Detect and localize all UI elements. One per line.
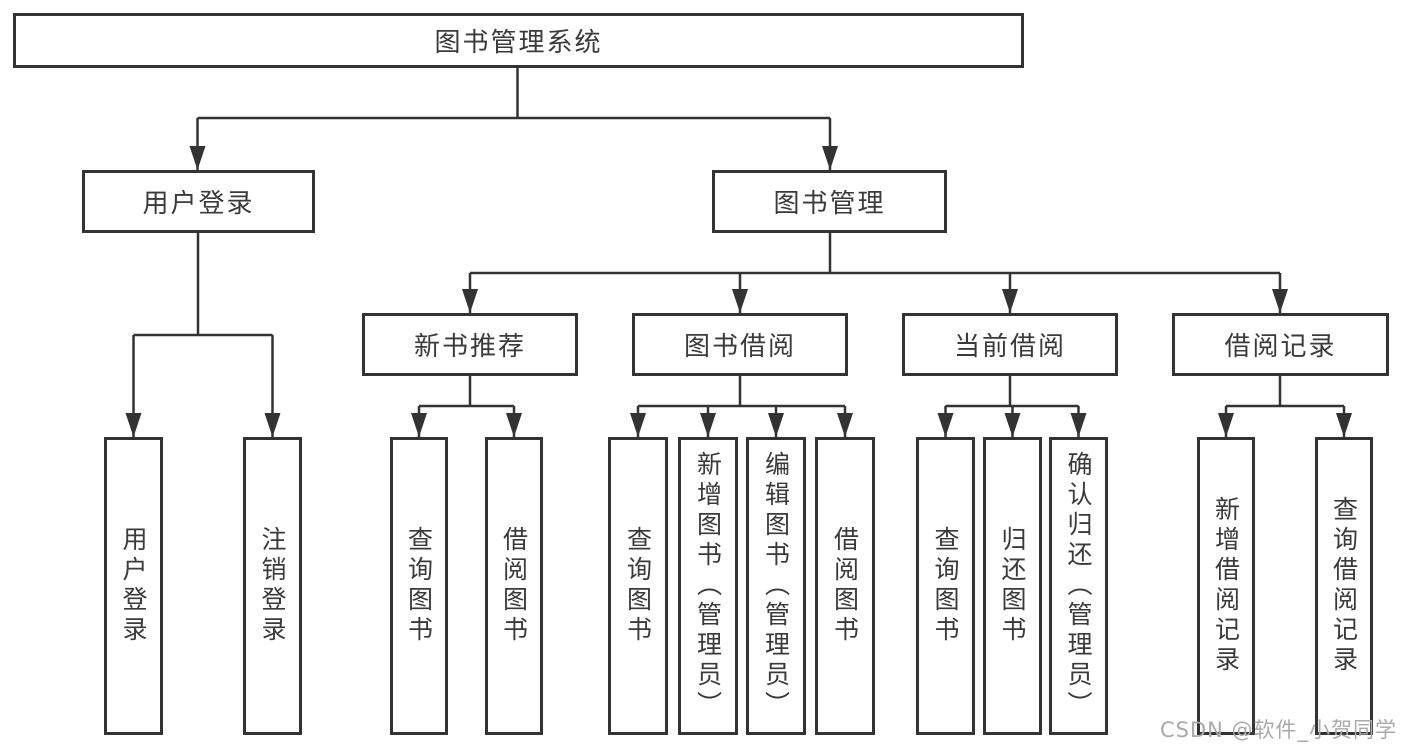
leaf-query-borrow-record: 查询借阅记录 — [1315, 437, 1373, 735]
node-new-book-recommend: 新书推荐 — [362, 313, 578, 376]
leaf-add-borrow-record: 新增借阅记录 — [1197, 437, 1255, 735]
node-borrowing-records: 借阅记录 — [1172, 313, 1389, 376]
node-label: 借阅图书 — [830, 526, 860, 646]
leaf-borrow-books-1: 借阅图书 — [485, 437, 543, 735]
leaf-borrow-books-2: 借阅图书 — [815, 437, 875, 735]
node-book-management: 图书管理 — [712, 170, 947, 233]
node-label: 查询图书 — [623, 526, 653, 646]
leaf-logout: 注销登录 — [243, 437, 302, 735]
node-current-borrowing: 当前借阅 — [902, 313, 1118, 376]
node-label: 图书借阅 — [683, 332, 796, 362]
node-user-login: 用户登录 — [82, 170, 315, 233]
node-label: 借阅图书 — [499, 526, 529, 646]
node-label: 归还图书 — [998, 526, 1027, 646]
node-label: 新书推荐 — [413, 332, 526, 362]
node-label: 查询图书 — [931, 526, 960, 646]
node-label: 确认归还（管理员） — [1064, 451, 1093, 721]
leaf-confirm-return-admin: 确认归还（管理员） — [1049, 437, 1108, 735]
node-library-management-system: 图书管理系统 — [13, 13, 1024, 68]
node-label: 用户登录 — [119, 526, 148, 646]
node-book-borrowing: 图书借阅 — [632, 313, 848, 376]
node-label: 查询借阅记录 — [1329, 496, 1359, 676]
node-label: 新增借阅记录 — [1211, 496, 1241, 676]
csdn-watermark: CSDN @软件_小贺同学 — [1160, 718, 1398, 742]
leaf-query-books-2: 查询图书 — [608, 437, 668, 735]
node-label: 查询图书 — [404, 526, 434, 646]
leaf-edit-book-admin: 编辑图书（管理员） — [746, 437, 806, 735]
node-label: 当前借阅 — [953, 332, 1066, 362]
node-label: 新增图书（管理员） — [693, 451, 723, 721]
leaf-user-login: 用户登录 — [104, 437, 163, 735]
leaf-add-book-admin: 新增图书（管理员） — [678, 437, 738, 735]
node-label: 图书管理 — [773, 189, 886, 219]
node-label: 借阅记录 — [1224, 332, 1337, 362]
node-label: 图书管理系统 — [434, 28, 603, 58]
node-label: 用户登录 — [142, 189, 255, 219]
leaf-query-books-1: 查询图书 — [390, 437, 448, 735]
node-label: 编辑图书（管理员） — [761, 451, 791, 721]
node-label: 注销登录 — [258, 526, 287, 646]
leaf-query-books-3: 查询图书 — [916, 437, 975, 735]
leaf-return-book: 归还图书 — [983, 437, 1042, 735]
